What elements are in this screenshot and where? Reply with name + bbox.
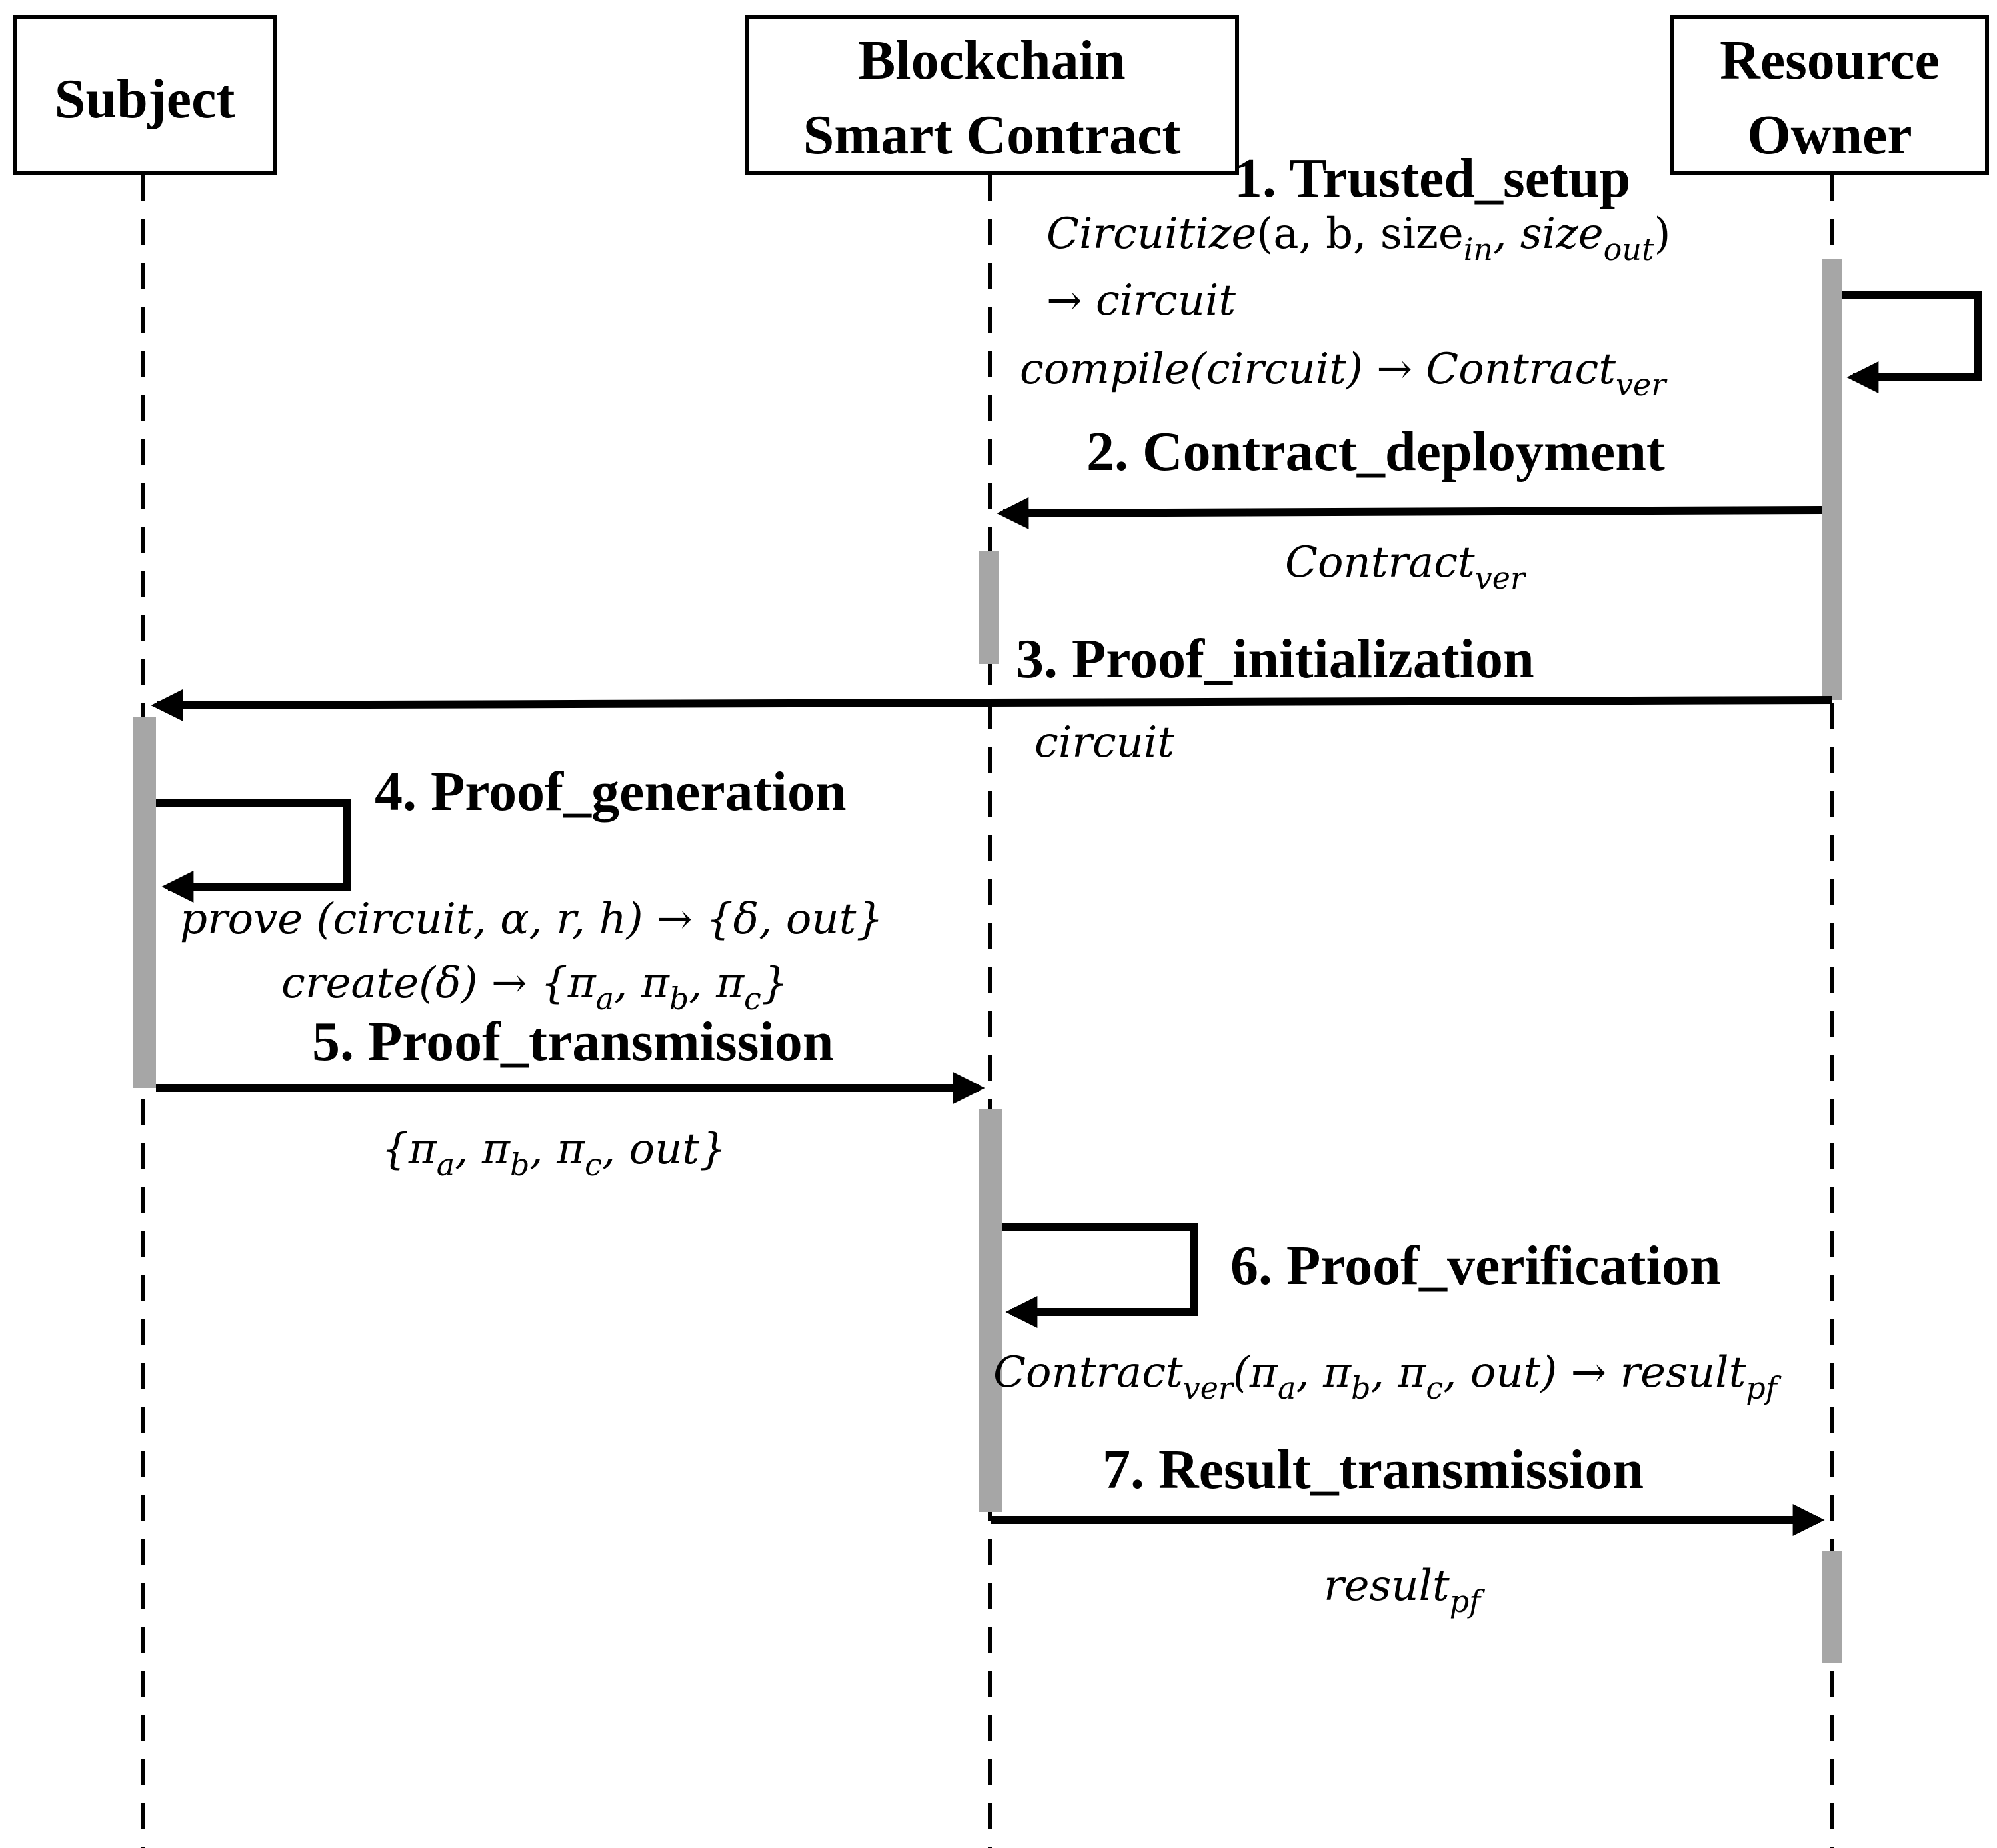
step2-label: 2. Contract_deployment (1086, 421, 1665, 483)
step5-label: 5. Proof_transmission (312, 1011, 833, 1073)
step4-formula-1: prove (circuit, α, r, h) → {δ, out} (180, 895, 883, 944)
owner-activation-1 (1822, 259, 1842, 700)
step6-label: 6. Proof_verification (1230, 1235, 1721, 1297)
step7-message: resultpf (1324, 1561, 1485, 1619)
subject-activation (133, 717, 156, 1088)
actor-owner: Resource Owner (1670, 15, 1989, 175)
step7-label: 7. Result_transmission (1102, 1439, 1644, 1501)
step4-self-arrow (156, 799, 351, 903)
blockchain-activation-1 (979, 551, 999, 664)
step2-message: Contractver (1285, 538, 1527, 596)
step1-label: 1. Trusted_setup (1234, 147, 1630, 209)
actor-owner-label-line2: Owner (1747, 104, 1912, 166)
step1-formula-1: Circuitize(a, b, sizein, sizeout) (1046, 209, 1670, 267)
actor-blockchain-label-line2: Smart Contract (803, 104, 1181, 166)
step3-label: 3. Proof_initialization (1016, 628, 1534, 690)
step6-self-arrow (1002, 1223, 1198, 1328)
actor-owner-label-line1: Resource (1720, 29, 1940, 91)
step3-arrow (151, 689, 1833, 721)
step1-formula-2: → circuit (1046, 276, 1236, 325)
step1-formula-3: compile(circuit) → Contractver (1020, 345, 1668, 403)
actor-blockchain: Blockchain Smart Contract (745, 15, 1239, 175)
blockchain-activation-2 (979, 1109, 1002, 1512)
step4-formula-2: create(δ) → {πa, πb, πc} (281, 959, 789, 1017)
owner-activation-2 (1822, 1551, 1842, 1663)
step4-label: 4. Proof_generation (375, 761, 847, 823)
step5-message: {πa, πb, πc, out} (381, 1125, 727, 1183)
step6-formula: Contractver(πa, πb, πc, out) → resultpf (993, 1348, 1782, 1406)
actor-blockchain-label-line1: Blockchain (858, 29, 1125, 91)
actor-subject-label: Subject (55, 68, 235, 130)
step2-arrow (997, 497, 1822, 529)
actor-subject: Subject (13, 15, 277, 175)
step3-message: circuit (1034, 718, 1174, 767)
step1-self-arrow (1842, 291, 1982, 393)
